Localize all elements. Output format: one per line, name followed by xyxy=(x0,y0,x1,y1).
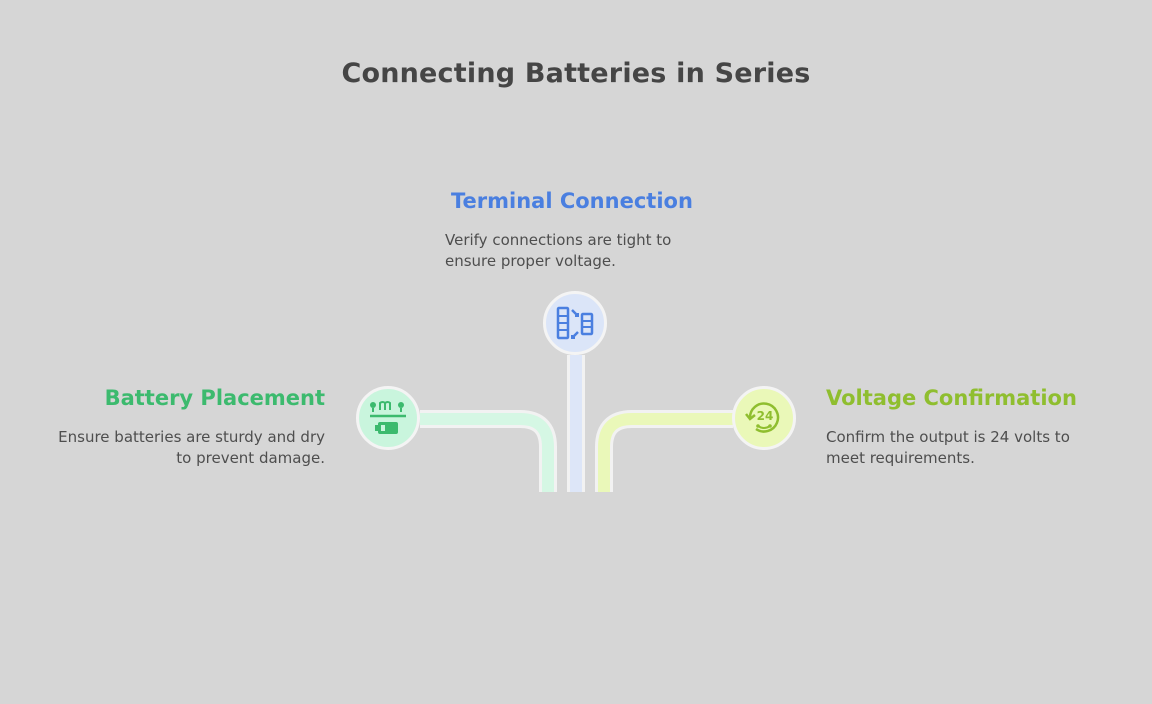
battery-placement-description: Ensure batteries are sturdy and dry to p… xyxy=(58,428,325,467)
terminal-connection-heading: Terminal Connection xyxy=(451,189,693,213)
terminal-connection-node xyxy=(543,291,607,355)
connector-left xyxy=(420,410,557,492)
diagram-title: Connecting Batteries in Series xyxy=(341,58,811,89)
voltage-24-icon: 24 xyxy=(745,402,780,433)
battery-placement-node xyxy=(356,386,420,450)
battery-placement-heading: Battery Placement xyxy=(104,386,325,410)
terminal-connection-icon xyxy=(556,306,594,340)
terminal-connection-description: Verify connections are tight to ensure p… xyxy=(445,231,672,270)
voltage-confirmation-description: Confirm the output is 24 volts to meet r… xyxy=(826,428,1070,467)
voltage-confirmation-node: 24 xyxy=(732,386,796,450)
connector-right xyxy=(595,410,733,492)
voltage-icon-text: 24 xyxy=(757,409,774,423)
battery-placement-icon xyxy=(370,401,406,434)
voltage-confirmation-heading: Voltage Confirmation xyxy=(826,386,1077,410)
